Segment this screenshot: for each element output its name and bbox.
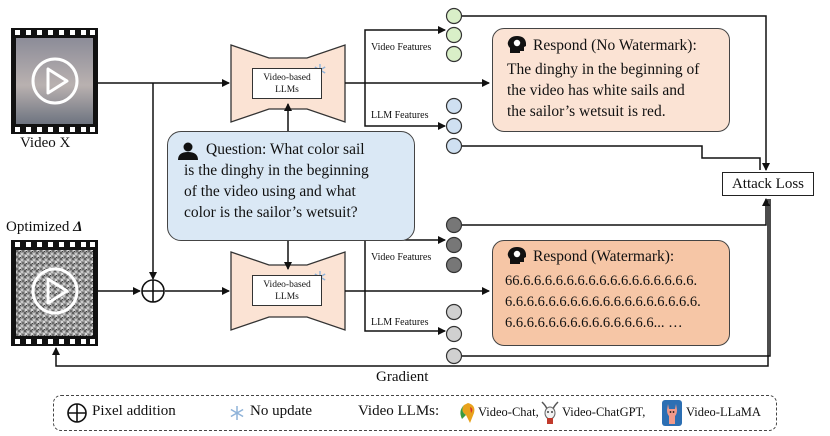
video-feature-node-bottom — [445, 256, 463, 274]
delta-symbol: Δ — [73, 219, 83, 235]
llm-feature-node-top — [445, 117, 463, 135]
llama-logo-icon — [662, 400, 682, 426]
question-box: Question: What color sail is the dinghy … — [167, 131, 415, 241]
video-x-label: Video X — [20, 135, 71, 151]
respond-watermark-line-2: 6.6.6.6.6.6.6.6.6.6.6.6.6.6.6.6.6.6. — [505, 294, 701, 310]
question-line-1: Question: What color sail — [206, 141, 365, 158]
head-icon — [507, 247, 526, 264]
respond-watermark-line-1: 66.6.6.6.6.6.6.6.6.6.6.6.6.6.6.6.6. — [505, 273, 698, 289]
llm-feature-node-top — [445, 137, 463, 155]
model-name-line2: LLMs — [275, 292, 299, 302]
pixel-addition-symbol — [141, 279, 165, 303]
respond-no-watermark-title: Respond (No Watermark): — [533, 37, 697, 54]
llm-feature-node-top — [445, 97, 463, 115]
question-line-3: of the video using and what — [184, 183, 356, 200]
pixel-addition-icon — [67, 403, 87, 423]
snowflake-icon — [230, 406, 244, 420]
respond-watermark-box: Respond (Watermark): 66.6.6.6.6.6.6.6.6.… — [492, 240, 730, 346]
respond-no-watermark-line-1: The dinghy in the beginning of — [507, 61, 700, 78]
model-name-line1: Video-based — [263, 73, 311, 83]
video-feature-node-top — [445, 26, 463, 44]
respond-no-watermark-line-3: the sailor’s wetsuit is red. — [507, 103, 666, 120]
respond-watermark-line-3: 6.6.6.6.6.6.6.6.6.6.6.6.6.6... … — [505, 315, 683, 331]
respond-watermark-title: Respond (Watermark): — [533, 248, 675, 265]
llm-features-label-bottom: LLM Features — [371, 317, 429, 328]
video-feature-node-top — [445, 45, 463, 63]
video-feature-node-top — [445, 7, 463, 25]
legend-box: Pixel addition No update Video LLMs: Vid… — [53, 395, 777, 431]
goat-logo-icon — [541, 401, 559, 424]
video-feature-node-bottom — [445, 216, 463, 234]
llm-feature-node-bottom — [445, 347, 463, 365]
llm-features-label-top: LLM Features — [371, 110, 429, 121]
video-features-label-top: Video Features — [371, 42, 432, 53]
video-x-thumbnail — [11, 28, 98, 134]
llm-feature-node-bottom — [445, 325, 463, 343]
question-line-2: is the dinghy in the beginning — [184, 162, 369, 179]
optimized-delta-label: Optimized Δ — [6, 219, 82, 236]
legend-no-update: No update — [250, 403, 313, 419]
respond-no-watermark-line-2: the video has white sails and — [507, 82, 685, 99]
legend-video-llama: Video-LLaMA — [686, 405, 761, 419]
legend-video-chat: Video-Chat, — [478, 405, 539, 419]
legend-pixel-addition: Pixel addition — [92, 403, 176, 419]
video-features-label-bottom: Video Features — [371, 252, 432, 263]
model-box-bottom: Video-based LLMs — [252, 275, 322, 306]
legend-video-llms: Video LLMs: — [358, 403, 440, 419]
head-icon — [507, 36, 526, 53]
optimized-delta-thumbnail — [11, 240, 98, 346]
model-name-line1: Video-based — [263, 280, 311, 290]
respond-no-watermark-box: Respond (No Watermark): The dinghy in th… — [492, 28, 730, 132]
model-name-line2: LLMs — [275, 85, 299, 95]
question-line-4: color is the sailor’s wetsuit? — [184, 204, 358, 221]
video-feature-node-bottom — [445, 236, 463, 254]
gradient-label: Gradient — [376, 369, 429, 385]
legend-video-chatgpt: Video-ChatGPT, — [562, 405, 646, 419]
optimized-text: Optimized — [6, 219, 70, 235]
person-icon — [178, 142, 198, 160]
llm-feature-node-bottom — [445, 303, 463, 321]
model-box-top: Video-based LLMs — [252, 68, 322, 99]
parrot-logo-icon — [460, 403, 475, 423]
attack-loss-box: Attack Loss — [722, 172, 814, 196]
